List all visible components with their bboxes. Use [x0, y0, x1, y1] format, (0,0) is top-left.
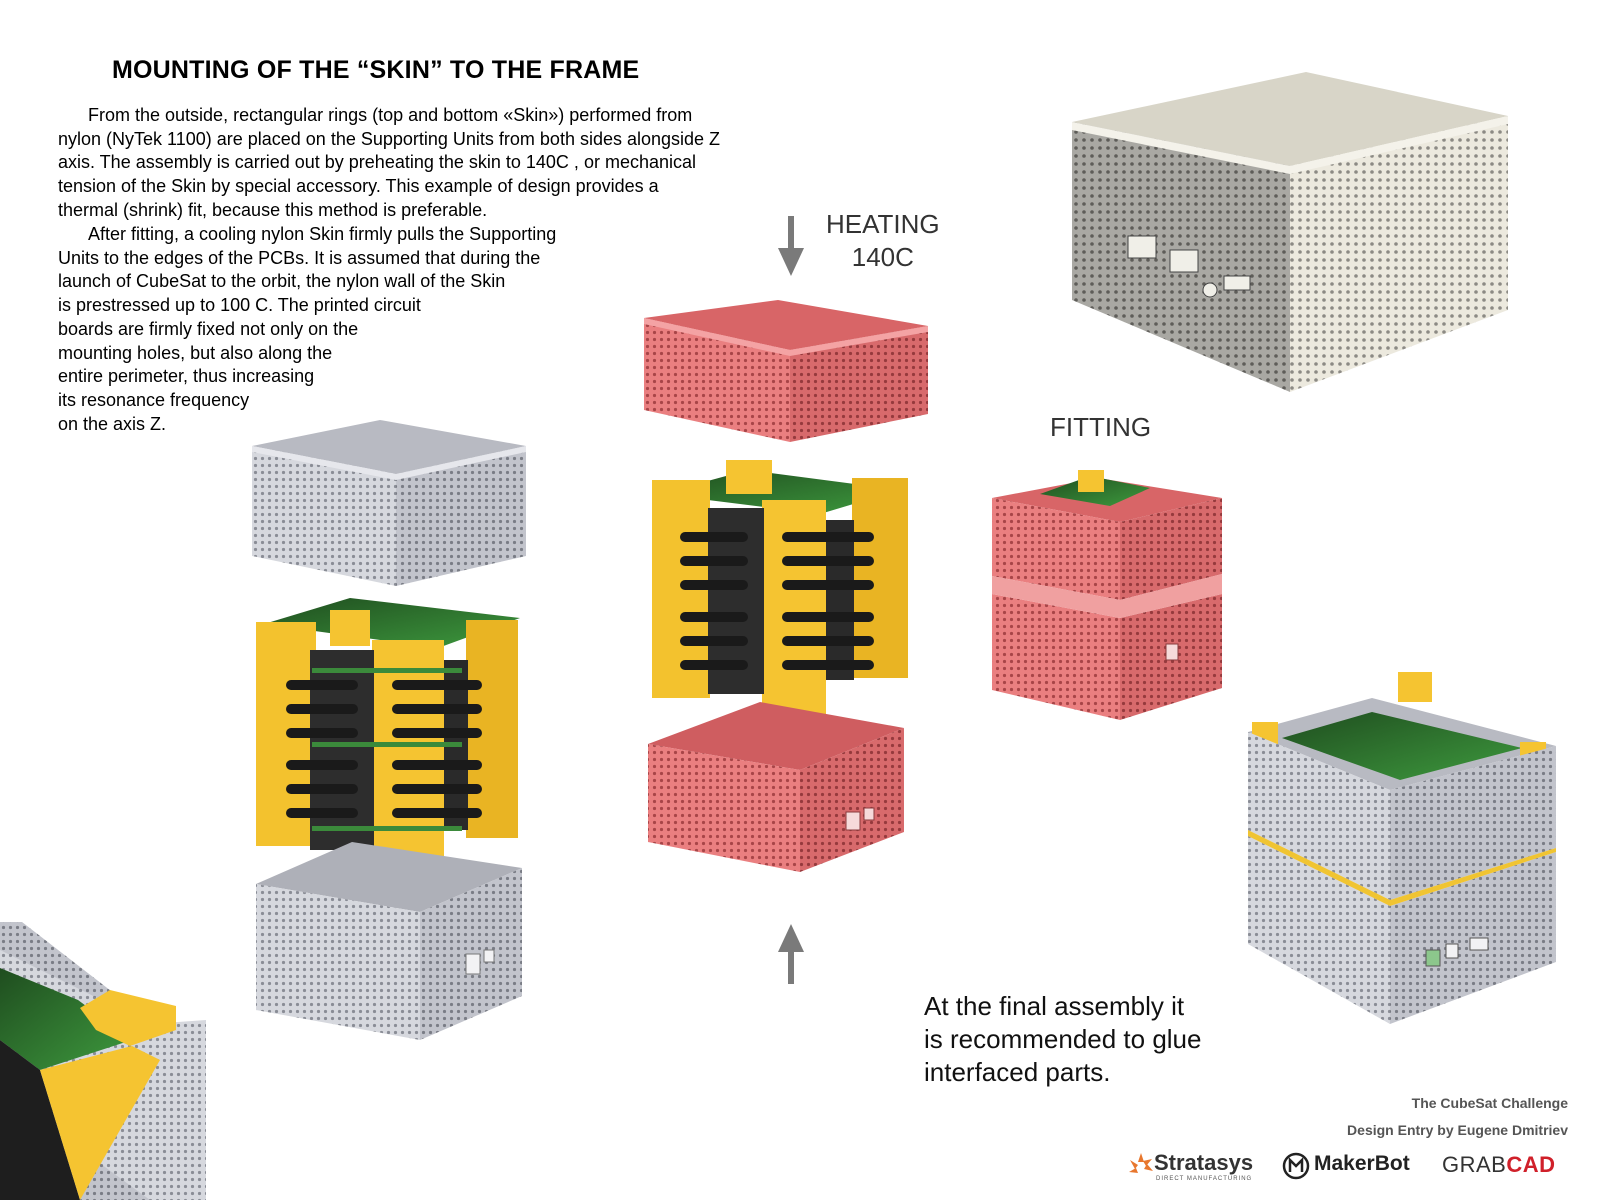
paragraph-line: on the axis Z.	[58, 413, 167, 434]
down-arrow-icon	[778, 216, 804, 276]
description-paragraph-2: After fitting, a cooling nylon Skin firm…	[58, 223, 556, 436]
paragraph-line: thermal (shrink) fit, because this metho…	[58, 199, 488, 220]
page-title: MOUNTING OF THE “SKIN” TO THE FRAME	[112, 56, 640, 84]
stratasys-wordmark: Stratasys	[1154, 1150, 1254, 1175]
paragraph-line: axis. The assembly is carried out by pre…	[58, 152, 696, 173]
paragraph-line: launch of CubeSat to the orbit, the nylo…	[58, 271, 506, 292]
heating-label-temperature: 140C	[851, 242, 914, 272]
white-skin-render	[1072, 72, 1508, 392]
paragraph-line: tension of the Skin by special accessory…	[58, 176, 659, 197]
grey-top-skin	[252, 420, 526, 586]
up-arrow-icon	[778, 924, 804, 984]
grabcad-cad: CAD	[1506, 1152, 1556, 1177]
note-line: is recommended to glue	[924, 1024, 1202, 1054]
description-paragraph-1: From the outside, rectangular rings (top…	[58, 104, 720, 223]
paragraph-line: mounting holes, but also along the	[58, 342, 333, 363]
paragraph-line: nylon (NyTek 1100) are placed on the Sup…	[58, 128, 721, 149]
corner-closeup-render	[0, 922, 206, 1200]
sponsor-logos: Stratasys DIRECT MANUFACTURING MakerBot …	[1122, 1148, 1572, 1188]
final-assembly-note: At the final assembly it is recommended …	[924, 990, 1201, 1089]
grey-bottom-skin	[256, 842, 522, 1040]
designer-credit: Design Entry by Eugene Dmitriev	[1347, 1122, 1568, 1138]
middle-frame-with-pcbs	[652, 460, 908, 726]
paragraph-line: entire perimeter, thus increasing	[58, 366, 315, 387]
heating-label: HEATING 140C	[826, 208, 940, 274]
pink-top-skin	[644, 300, 928, 442]
challenge-credit: The CubeSat Challenge	[1411, 1095, 1568, 1111]
left-frame-with-pcbs	[256, 598, 520, 870]
paragraph-line: Units to the edges of the PCBs. It is as…	[58, 247, 541, 268]
note-line: At the final assembly it	[924, 991, 1185, 1021]
paragraph-line: After fitting, a cooling nylon Skin firm…	[58, 224, 557, 244]
fitted-pink-assembly	[992, 470, 1222, 720]
pink-bottom-skin	[648, 702, 904, 872]
fitting-label: FITTING	[1050, 412, 1152, 442]
heating-label-line: HEATING	[826, 209, 940, 239]
paragraph-line: boards are firmly fixed not only on the	[58, 318, 359, 339]
paragraph-line: is prestressed up to 100 C. The printed …	[58, 295, 421, 316]
final-grey-assembly	[1248, 672, 1556, 1024]
paragraph-line: From the outside, rectangular rings (top…	[58, 105, 693, 125]
note-line: interfaced parts.	[924, 1057, 1111, 1087]
stratasys-subtitle: DIRECT MANUFACTURING	[1156, 1176, 1253, 1182]
grabcad-grab: GRAB	[1442, 1152, 1507, 1177]
makerbot-wordmark: MakerBot	[1314, 1152, 1410, 1175]
makerbot-logo-icon	[1282, 1152, 1310, 1180]
paragraph-line: its resonance frequency	[58, 389, 250, 410]
stratasys-logo-icon	[1129, 1153, 1153, 1173]
grabcad-wordmark: GRABCAD	[1442, 1152, 1556, 1178]
